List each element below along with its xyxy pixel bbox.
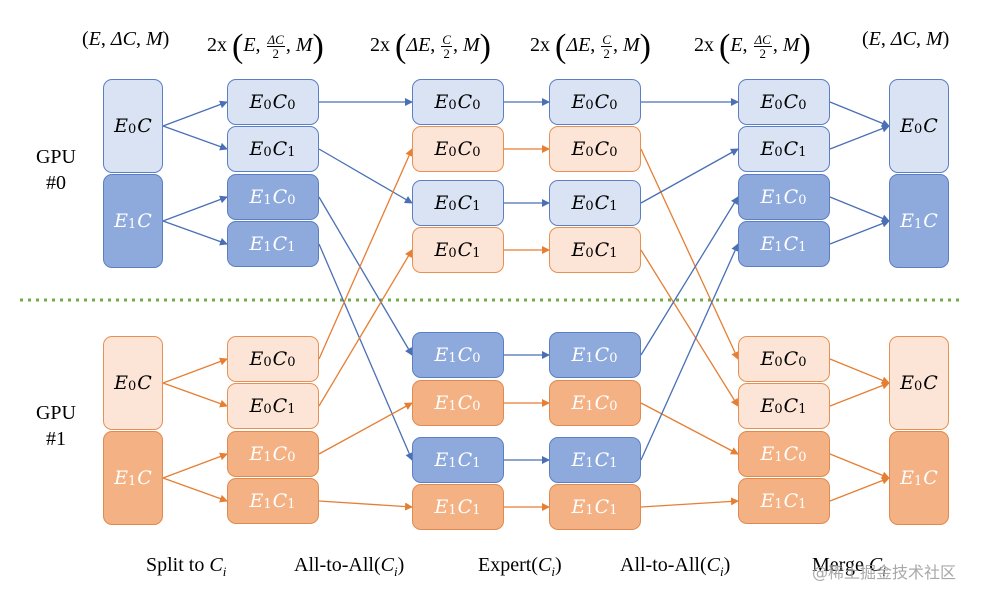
arrow-27 — [640, 249, 739, 407]
arrow-7 — [162, 477, 228, 503]
arrow-33 — [829, 124, 890, 150]
arrow-31 — [640, 497, 739, 508]
arrow-11 — [318, 243, 413, 461]
arrow-26 — [640, 148, 739, 204]
arrow-0 — [162, 100, 228, 127]
arrow-4 — [162, 357, 228, 384]
arrow-34 — [829, 196, 890, 223]
gpu0-label: GPU#0 — [35, 146, 76, 194]
arrow-37 — [829, 381, 890, 407]
arrow-36 — [829, 358, 890, 385]
arrow-28 — [640, 196, 739, 356]
arrow-14 — [318, 402, 413, 455]
arrow-6 — [162, 452, 228, 479]
arrow-9 — [318, 148, 413, 204]
arrow-15 — [318, 500, 413, 511]
arrow-32 — [829, 101, 890, 128]
arrow-38 — [829, 453, 890, 480]
arrow-25 — [640, 148, 739, 360]
watermark: @稀土掘金技术社区 — [812, 563, 957, 582]
arrow-39 — [829, 476, 890, 502]
stage-label-expert: Expert(Ci) — [478, 554, 562, 579]
arrow-13 — [318, 249, 413, 407]
arrow-3 — [162, 220, 228, 246]
arrow-10 — [318, 196, 413, 356]
arrow-1 — [162, 125, 228, 151]
arrow-30 — [640, 243, 739, 461]
stage-label-split: Split to Ci — [146, 554, 227, 579]
arrow-29 — [640, 402, 739, 455]
stage-label-alltoall-1: All-to-All(Ci) — [294, 554, 405, 579]
header-input-shape: (E, ΔC, M) — [82, 28, 170, 50]
arrow-2 — [162, 195, 228, 222]
arrow-12 — [318, 148, 413, 360]
stage-label-alltoall-2: All-to-All(Ci) — [620, 554, 731, 579]
arrow-5 — [162, 382, 228, 408]
arrow-35 — [829, 219, 890, 245]
header-output-shape: (E, ΔC, M) — [862, 28, 950, 50]
stage-label-merge: Merge Ci — [812, 554, 886, 579]
gpu1-label: GPU#1 — [35, 402, 76, 450]
